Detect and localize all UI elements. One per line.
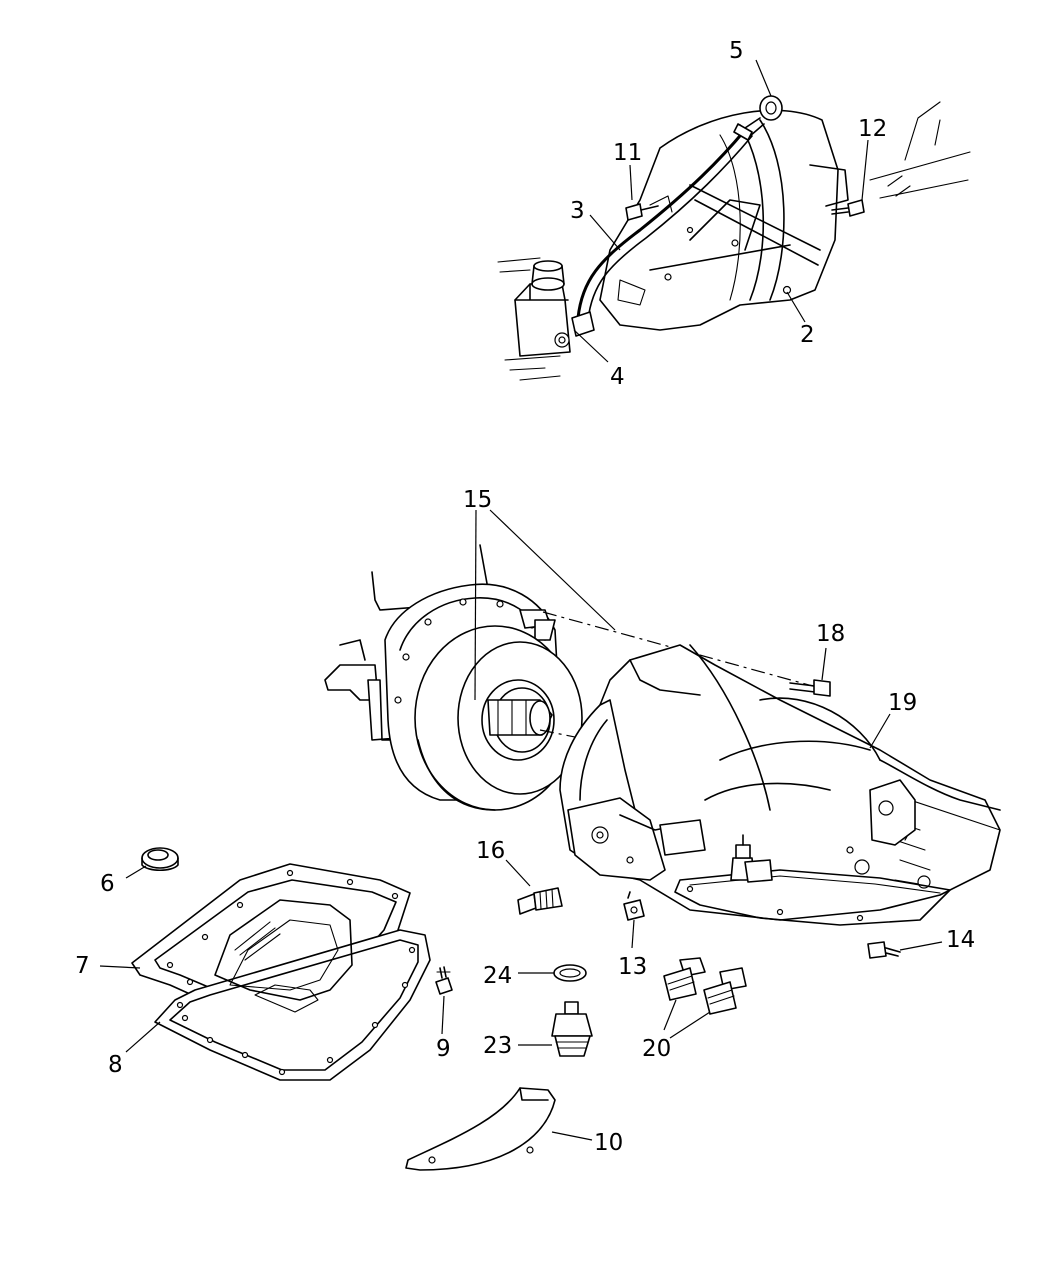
callout-16: 16 <box>476 838 505 864</box>
upper-assembly-view <box>497 95 971 381</box>
callout-2: 2 <box>800 322 815 348</box>
callout-7: 7 <box>75 953 90 979</box>
callout-3: 3 <box>570 198 585 224</box>
cooler-fitting-part <box>517 887 563 915</box>
oil-pan-part <box>154 899 431 1081</box>
pressure-switch-part <box>867 941 901 959</box>
callout-5: 5 <box>729 38 744 64</box>
callout-23: 23 <box>483 1033 512 1059</box>
callout-19: 19 <box>888 690 917 716</box>
cooler-line-fittings-part <box>663 957 747 1015</box>
callout-24: 24 <box>483 963 512 989</box>
leader-lines <box>99 59 943 1141</box>
case-bolt-part <box>789 679 831 697</box>
callout-20: 20 <box>642 1036 671 1062</box>
callout-8: 8 <box>108 1052 123 1078</box>
pan-bolt-part <box>435 966 453 995</box>
callout-4: 4 <box>610 364 625 390</box>
callout-12: 12 <box>858 116 887 142</box>
callout-6: 6 <box>100 871 115 897</box>
speed-sensor-part <box>551 1001 593 1057</box>
callout-9: 9 <box>436 1036 451 1062</box>
callout-13: 13 <box>618 954 647 980</box>
lower-assembly-view <box>131 544 1001 1171</box>
callout-11: 11 <box>613 140 642 166</box>
sensor-clip-part <box>623 891 645 921</box>
seal-ring-part <box>141 847 179 872</box>
callout-labels: 5 11 12 3 2 4 15 18 19 16 6 14 13 7 24 2… <box>75 38 975 1156</box>
o-ring-part <box>553 964 587 982</box>
callout-10: 10 <box>594 1130 623 1156</box>
callout-14: 14 <box>946 927 975 953</box>
callout-15: 15 <box>463 487 492 513</box>
callout-18: 18 <box>816 621 845 647</box>
heat-shield-part <box>405 1087 556 1171</box>
